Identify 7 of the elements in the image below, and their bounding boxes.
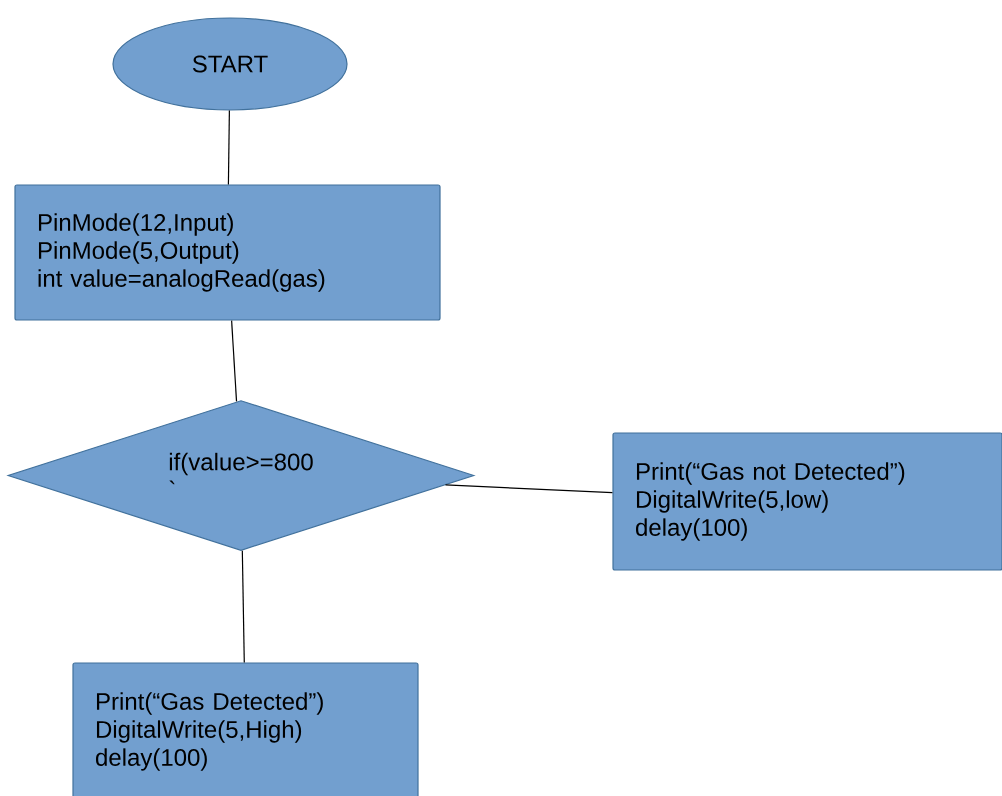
process-box: Print(“Gas not Detected”) DigitalWrite(5,low) delay(100) <box>612 432 1002 571</box>
connector-line <box>444 484 613 494</box>
connector-line <box>231 320 238 402</box>
process-box: PinMode(12,Input) PinMode(5,Output) int value=analogRead(gas) <box>14 184 441 321</box>
connector-line <box>227 110 230 185</box>
connector-line <box>241 550 245 663</box>
process-box: Print(“Gas Detected”) DigitalWrite(5,High) delay(100) <box>72 662 419 796</box>
